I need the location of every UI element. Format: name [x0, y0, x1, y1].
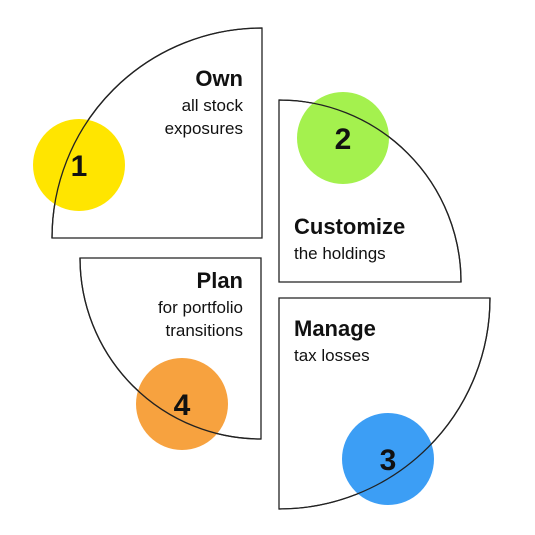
step-number-4: 4 [174, 389, 191, 422]
quadrant-manage-label: Manage tax losses [294, 316, 494, 368]
step-circle-3 [342, 413, 434, 505]
quadrant-customize-label: Customize the holdings [294, 214, 494, 266]
step-description-line: tax losses [294, 346, 370, 366]
step-description-line: transitions [165, 320, 243, 340]
step-number-2: 2 [335, 123, 352, 156]
step-description-line: exposures [164, 118, 243, 138]
step-circle-4 [136, 358, 228, 450]
quadrant-customize-arc [278, 99, 462, 283]
step-title: Plan [196, 268, 243, 293]
quadrant-plan-label: Plan for portfolio transitions [83, 268, 243, 342]
step-circle-1 [33, 119, 125, 211]
step-title: Manage [294, 316, 376, 341]
step-number-1: 1 [71, 150, 88, 183]
step-number-3: 3 [380, 444, 397, 477]
quadrant-own-arc [51, 27, 263, 239]
quadrant-plan-arc [79, 257, 262, 440]
step-title: Customize [294, 214, 406, 239]
step-description-line: all stock [181, 96, 243, 116]
step-title: Own [195, 66, 243, 91]
step-circle-2 [297, 92, 389, 184]
step-description-line: the holdings [294, 244, 386, 264]
quadrant-own-label: Own all stock exposures [93, 66, 243, 140]
step-description-line: for portfolio [157, 298, 243, 318]
quadrant-manage-arc [278, 297, 491, 510]
